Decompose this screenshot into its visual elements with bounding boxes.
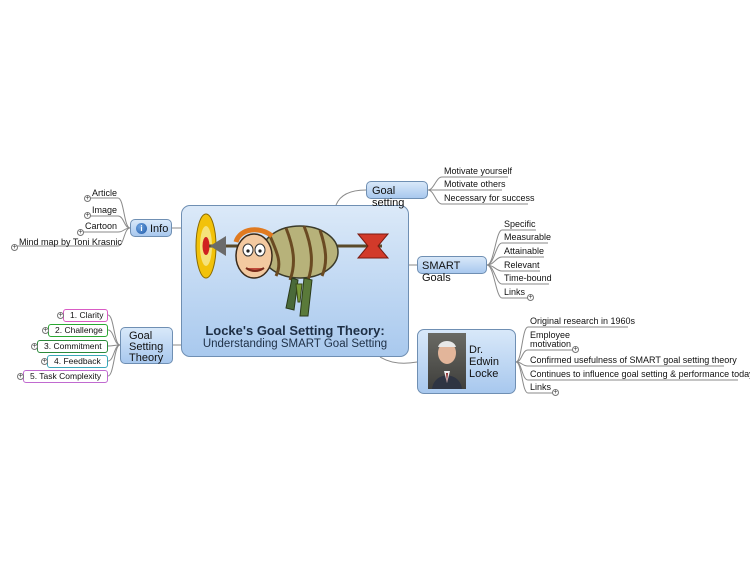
info-icon: i: [136, 223, 147, 234]
goal-setting-item-motivate-yourself: Motivate yourself: [444, 166, 513, 176]
edwin-label-line2: Edwin: [469, 356, 499, 368]
info-label: Info: [150, 223, 169, 235]
info-item-mind-map-by[interactable]: Mind map by Toni Krasnic: [19, 237, 122, 247]
smart-item-measurable: Measurable: [504, 232, 552, 242]
edwin-label-line1: Dr.: [469, 344, 484, 356]
central-subtitle: Understanding SMART Goal Setting: [202, 338, 388, 350]
edwin-item-original-research: Original research in 1960s: [530, 316, 636, 326]
mind-map-expand-icon[interactable]: +: [11, 244, 18, 251]
edwin-links-expand-icon[interactable]: +: [552, 389, 559, 396]
gst-item-challenge[interactable]: 2. Challenge: [48, 324, 108, 337]
gst-item-clarity[interactable]: 1. Clarity: [63, 309, 108, 322]
cartoon-illustration: [195, 213, 390, 317]
gst-label-line3: Theory: [129, 352, 164, 364]
portrait-photo: [428, 333, 466, 389]
image-expand-icon[interactable]: +: [84, 212, 91, 219]
gst-item-feedback[interactable]: 4. Feedback: [47, 355, 108, 368]
challenge-expand-icon[interactable]: +: [42, 327, 49, 334]
central-title: Locke's Goal Setting Theory:: [205, 323, 385, 338]
gst-item-task-complexity[interactable]: 5. Task Complexity: [23, 370, 108, 383]
cartoon-expand-icon[interactable]: +: [77, 229, 84, 236]
smart-item-attainable: Attainable: [504, 246, 545, 256]
info-item-article[interactable]: Article: [92, 188, 118, 198]
smart-item-specific: Specific: [504, 219, 536, 229]
feedback-expand-icon[interactable]: +: [41, 358, 48, 365]
goal-setting-label: Goal setting: [372, 185, 405, 209]
goal-setting-item-motivate-others: Motivate others: [444, 179, 506, 189]
gst-label-line2: Setting: [129, 341, 164, 353]
smart-item-links[interactable]: Links: [504, 287, 526, 297]
article-expand-icon[interactable]: +: [84, 195, 91, 202]
smart-links-expand-icon[interactable]: +: [527, 294, 534, 301]
edwin-item-confirmed-usefulness: Confirmed usefulness of SMART goal setti…: [530, 355, 737, 365]
gst-item-commitment[interactable]: 3. Commitment: [37, 340, 108, 353]
clarity-expand-icon[interactable]: +: [57, 312, 64, 319]
goal-setting-item-necessary-for-success: Necessary for success: [444, 193, 535, 203]
edwin-item-employee: Employee: [530, 330, 571, 340]
smart-item-time-bound: Time-bound: [504, 273, 552, 283]
gst-label-line1: Goal: [129, 330, 153, 342]
edwin-item-links[interactable]: Links: [530, 382, 552, 392]
commitment-expand-icon[interactable]: +: [31, 343, 38, 350]
goal-setting-theory-node[interactable]: Goal Setting Theory: [120, 327, 173, 364]
goal-setting-node[interactable]: Goal setting: [366, 181, 428, 209]
task-complexity-expand-icon[interactable]: +: [17, 373, 24, 380]
smart-goals-label: SMART Goals: [422, 260, 461, 284]
smart-item-relevant: Relevant: [504, 260, 540, 270]
info-node[interactable]: i Info: [130, 219, 172, 237]
motivation-expand-icon[interactable]: +: [572, 346, 579, 353]
info-item-cartoon[interactable]: Cartoon: [85, 221, 118, 231]
edwin-item-continues-to-influence: Continues to influence goal setting & pe…: [530, 369, 750, 379]
edwin-label-line3: Locke: [469, 368, 499, 380]
smart-goals-node[interactable]: SMART Goals: [417, 256, 487, 284]
info-item-image[interactable]: Image: [92, 205, 118, 215]
edwin-item-motivation: motivation: [530, 339, 572, 349]
central-topic[interactable]: Locke's Goal Setting Theory: Understandi…: [181, 205, 409, 357]
